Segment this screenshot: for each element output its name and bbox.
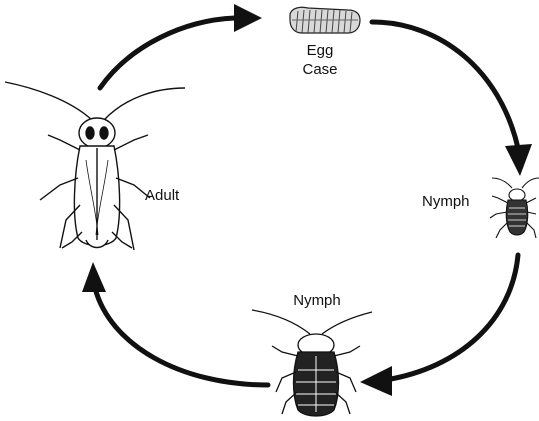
- egg-case-label-line1: Egg: [307, 42, 334, 59]
- nymph-right-illustration: [490, 178, 539, 238]
- egg-case-label-line2: Case: [302, 61, 337, 78]
- nymph-bottom-illustration: [252, 310, 372, 416]
- arrow-head-egg-case: [234, 4, 262, 32]
- adult-label: Adult: [145, 187, 180, 204]
- arrow-head-nymph-bottom: [360, 366, 392, 396]
- arrow-head-nymph-right: [505, 144, 532, 176]
- arrow-head-adult: [82, 262, 106, 292]
- nymph-right-label: Nymph: [422, 193, 470, 210]
- arrow-egg-case-to-nymph: [372, 22, 518, 148]
- arrow-nymph-to-nymph: [385, 255, 518, 380]
- arrow-adult-to-egg-case: [100, 18, 235, 88]
- nymph-bottom-label: Nymph: [293, 292, 341, 309]
- egg-case-illustration: [290, 7, 360, 33]
- adult-cockroach-illustration: [5, 82, 185, 250]
- arrow-nymph-to-adult: [95, 288, 268, 385]
